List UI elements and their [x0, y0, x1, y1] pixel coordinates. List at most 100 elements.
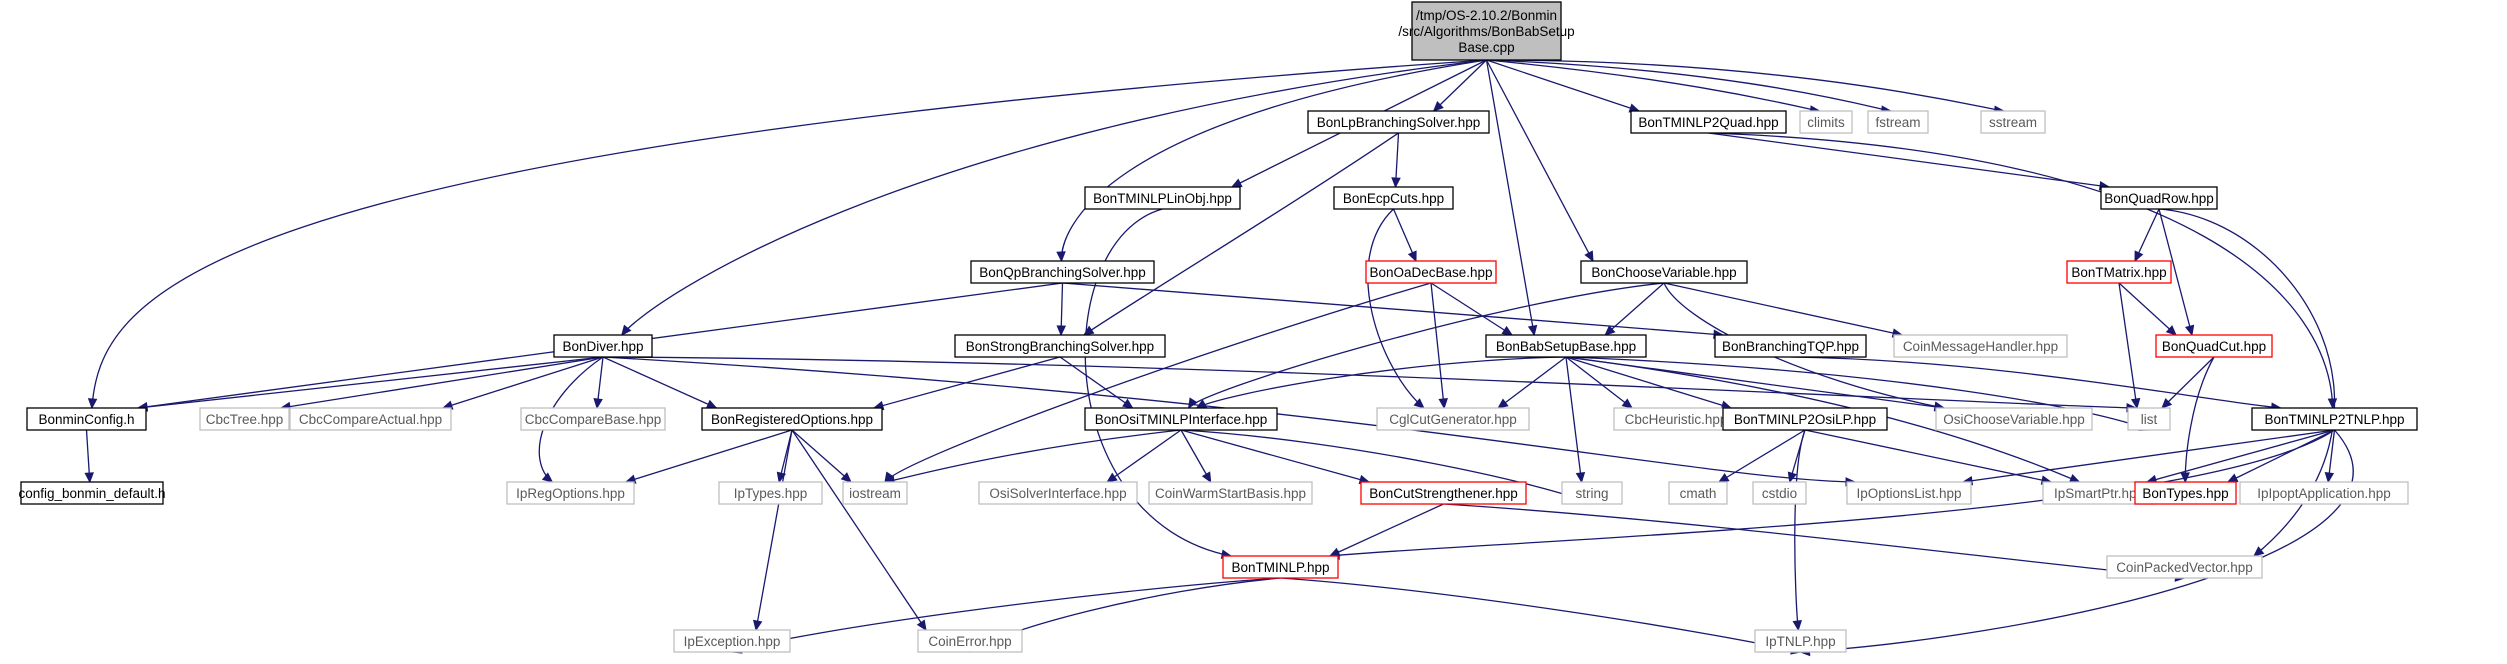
node-box	[553, 334, 653, 358]
node-label: IpIpoptApplication.hpp	[2257, 486, 2391, 501]
node-boncutstrengthener-hpp[interactable]: BonCutStrengthener.hpp	[1360, 481, 1527, 505]
node-cmath[interactable]: cmath	[1668, 481, 1728, 505]
edge-arrowhead	[1497, 398, 1509, 409]
node-box	[1668, 481, 1728, 505]
node-coinerror-hpp[interactable]: CoinError.hpp	[917, 629, 1023, 653]
edge-bonregisteredoptions-to-ipexception	[755, 429, 793, 631]
node-label: CbcCompareBase.hpp	[525, 412, 662, 427]
node-osichoosevariable-hpp[interactable]: OsiChooseVariable.hpp	[1935, 407, 2093, 431]
node-bontminlp-hpp[interactable]: BonTMINLP.hpp	[1222, 555, 1339, 579]
edge-bonchoosevariable-to-bonositminlpinterface	[1188, 282, 1665, 409]
edge-bontmatrix-to-bonquadcut	[2118, 282, 2177, 336]
edge-arrowhead	[1584, 250, 1594, 263]
node-ipregoptions-hpp[interactable]: IpRegOptions.hpp	[506, 481, 635, 505]
node-label: climits	[1807, 115, 1845, 130]
node-label: CoinPackedVector.hpp	[2116, 560, 2253, 575]
node-cglcutgenerator-hpp[interactable]: CglCutGenerator.hpp	[1376, 407, 1530, 431]
node-bonquadcut-hpp[interactable]: BonQuadCut.hpp	[2155, 334, 2273, 358]
edge-arrowhead	[1792, 620, 1803, 632]
node-iptnlp-hpp[interactable]: IpTNLP.hpp	[1754, 629, 1847, 653]
edge-bondiver-to-list	[602, 356, 2137, 409]
edge-bonquadrow-to-bonquadcut	[2158, 208, 2193, 336]
edge-root-to-sstream	[1486, 59, 2004, 112]
node-osisolverinterface-hpp[interactable]: OsiSolverInterface.hpp	[978, 481, 1138, 505]
node-bondiver-hpp[interactable]: BonDiver.hpp	[553, 334, 653, 358]
edge-arrowhead	[1056, 251, 1066, 263]
node-bonquadrow-hpp[interactable]: BonQuadRow.hpp	[2100, 186, 2218, 210]
node-box	[978, 481, 1138, 505]
node-label: BonQpBranchingSolver.hpp	[979, 265, 1146, 280]
node-ipoptionslist-hpp[interactable]: IpOptionsList.hpp	[1846, 481, 1972, 505]
node-box	[1307, 110, 1490, 134]
node-label: BonTMINLPLinObj.hpp	[1093, 191, 1232, 206]
edge-arrowhead	[2130, 397, 2141, 410]
node-climits[interactable]: climits	[1799, 110, 1853, 134]
node-label: CbcHeuristic.hpp	[1625, 412, 1728, 427]
node-bonlpbranchingsolver-hpp[interactable]: BonLpBranchingSolver.hpp	[1307, 110, 1490, 134]
node-tmp-os-2-10-2-bonmin-src-algorithms-bonbabsetup-base-cpp[interactable]: /tmp/OS-2.10.2/Bonmin/src/Algorithms/Bon…	[1398, 1, 1575, 61]
edge-arrowhead	[87, 398, 98, 410]
node-bonminconfig-h[interactable]: BonminConfig.h	[26, 407, 147, 431]
node-cbcheuristic-hpp[interactable]: CbcHeuristic.hpp	[1613, 407, 1739, 431]
node-ipexception-hpp[interactable]: IpException.hpp	[673, 629, 791, 653]
edge-bonositminlpinterface-to-osisolverinterface	[1106, 429, 1182, 483]
node-box	[1148, 481, 1313, 505]
edge-arrowhead	[1621, 398, 1633, 409]
node-bonchoosevariable-hpp[interactable]: BonChooseVariable.hpp	[1580, 260, 1748, 284]
node-label: BonTypes.hpp	[2142, 486, 2228, 501]
node-iostream[interactable]: iostream	[842, 481, 908, 505]
node-label: BonLpBranchingSolver.hpp	[1317, 115, 1481, 130]
edge-bondiver-to-cbccompareactual	[442, 356, 604, 409]
node-fstream[interactable]: fstream	[1867, 110, 1929, 134]
node-cbccompareactual-hpp[interactable]: CbcCompareActual.hpp	[289, 407, 452, 431]
node-string[interactable]: string	[1561, 481, 1623, 505]
node-bontminlp2quad-hpp[interactable]: BonTMINLP2Quad.hpp	[1630, 110, 1787, 134]
node-label: sstream	[1989, 115, 2037, 130]
node-box	[1580, 260, 1748, 284]
node-bonqpbranchingsolver-hpp[interactable]: BonQpBranchingSolver.hpp	[970, 260, 1155, 284]
node-bonregisteredoptions-hpp[interactable]: BonRegisteredOptions.hpp	[701, 407, 883, 431]
node-box	[1485, 334, 1647, 358]
node-ipsmartptr-hpp[interactable]: IpSmartPtr.hpp	[2042, 481, 2156, 505]
node-iptypes-hpp[interactable]: IpTypes.hpp	[718, 481, 823, 505]
edge-bonchoosevariable-to-bonbabsetupbase	[1604, 282, 1665, 336]
node-box	[2239, 481, 2409, 505]
node-box	[1365, 260, 1497, 284]
edge-bonquadcut-to-bontypes	[2184, 356, 2215, 483]
node-bonbranchingtqp-hpp[interactable]: BonBranchingTQP.hpp	[1714, 334, 1867, 358]
node-box	[1360, 481, 1527, 505]
edge-bontmatrix-to-list	[2118, 282, 2138, 409]
node-cbctree-hpp[interactable]: CbcTree.hpp	[199, 407, 290, 431]
edge-bontminlp-to-iptnlp	[1280, 577, 1801, 653]
edge-layer	[84, 59, 2354, 657]
node-sstream[interactable]: sstream	[1980, 110, 2046, 134]
node-label: CbcTree.hpp	[206, 412, 284, 427]
node-bonoadecbase-hpp[interactable]: BonOaDecBase.hpp	[1365, 260, 1497, 284]
node-bonositminlpinterface-hpp[interactable]: BonOsiTMINLPInterface.hpp	[1084, 407, 1278, 431]
node-box	[1754, 629, 1847, 653]
node-box	[1561, 481, 1623, 505]
node-config-bonmin-default-h[interactable]: config_bonmin_default.h	[18, 481, 166, 505]
node-bontmatrix-hpp[interactable]: BonTMatrix.hpp	[2066, 260, 2172, 284]
node-cbccomparebase-hpp[interactable]: CbcCompareBase.hpp	[520, 407, 666, 431]
node-bontypes-hpp[interactable]: BonTypes.hpp	[2134, 481, 2237, 505]
node-cstdio[interactable]: cstdio	[1752, 481, 1807, 505]
node-label: BonBabSetupBase.hpp	[1496, 339, 1636, 354]
node-box	[954, 334, 1166, 358]
node-box	[970, 260, 1155, 284]
node-label: iostream	[849, 486, 901, 501]
node-label: config_bonmin_default.h	[18, 486, 165, 501]
edge-bonbranchingtqp-to-bontminlp2tnlp	[1790, 356, 2281, 409]
node-bonecpcuts-hpp[interactable]: BonEcpCuts.hpp	[1333, 186, 1454, 210]
node-bontminlp2tnlp-hpp[interactable]: BonTMINLP2TNLP.hpp	[2251, 407, 2418, 431]
node-coinmessagehandler-hpp[interactable]: CoinMessageHandler.hpp	[1893, 334, 2068, 358]
node-bonbabsetupbase-hpp[interactable]: BonBabSetupBase.hpp	[1485, 334, 1647, 358]
node-coinpackedvector-hpp[interactable]: CoinPackedVector.hpp	[2106, 555, 2263, 579]
node-list[interactable]: list	[2127, 407, 2171, 431]
node-ipipoptapplication-hpp[interactable]: IpIpoptApplication.hpp	[2239, 481, 2409, 505]
node-bontminlplinobj-hpp[interactable]: BonTMINLPLinObj.hpp	[1084, 186, 1241, 210]
node-coinwarmstartbasis-hpp[interactable]: CoinWarmStartBasis.hpp	[1148, 481, 1313, 505]
node-bonstrongbranchingsolver-hpp[interactable]: BonStrongBranchingSolver.hpp	[954, 334, 1166, 358]
edge-arrowhead	[1201, 471, 1212, 484]
node-bontminlp2osilp-hpp[interactable]: BonTMINLP2OsiLP.hpp	[1722, 407, 1888, 431]
